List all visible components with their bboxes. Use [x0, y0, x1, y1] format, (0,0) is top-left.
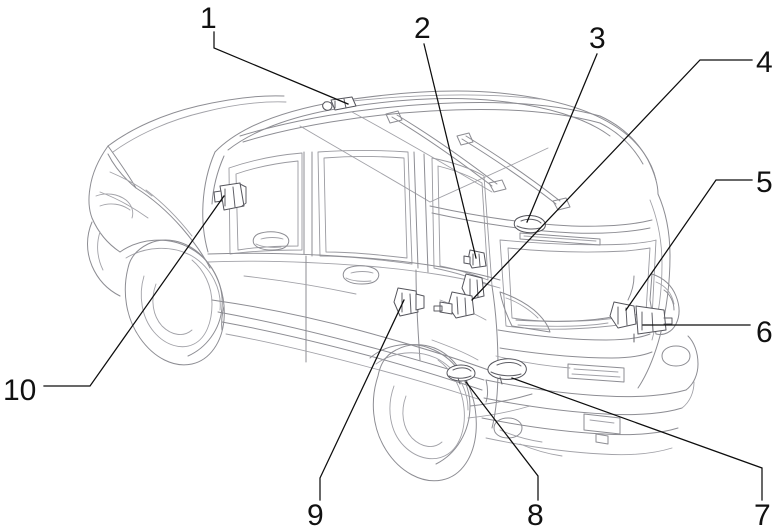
leader-5: [625, 179, 753, 311]
component-5-6: [609, 301, 673, 343]
component-3: [513, 215, 546, 234]
component-1: [322, 96, 357, 111]
leader-9: [319, 299, 405, 501]
callout-label-4: 4: [756, 46, 773, 79]
leader-8: [465, 381, 539, 501]
callout-label-1: 1: [200, 2, 217, 35]
component-7: [487, 358, 527, 385]
vehicle-body-artwork: [87, 90, 699, 482]
leader-3: [526, 53, 598, 223]
leader-10: [43, 195, 225, 387]
leader-7: [511, 377, 763, 501]
callout-label-6: 6: [756, 316, 773, 349]
leader-1: [213, 31, 349, 105]
component-8: [446, 364, 476, 385]
side-body: [211, 231, 533, 482]
callout-label-8: 8: [527, 499, 544, 526]
callout-label-5: 5: [756, 166, 773, 199]
front-body: [87, 145, 225, 366]
leader-2: [423, 43, 477, 259]
callout-label-7: 7: [754, 499, 771, 526]
roof-assembly: [107, 90, 659, 234]
callout-label-3: 3: [589, 22, 606, 55]
callout-label-9: 9: [307, 499, 324, 526]
callout-label-2: 2: [414, 12, 431, 45]
callout-label-10: 10: [3, 374, 36, 407]
components: [213, 96, 673, 385]
callout-labels: 1 2 3 4 5 6 7 8 9 10: [3, 2, 773, 526]
component-2: [463, 249, 487, 269]
leader-4: [471, 59, 753, 301]
component-10: [213, 182, 247, 211]
callout-leaders: [43, 31, 763, 501]
